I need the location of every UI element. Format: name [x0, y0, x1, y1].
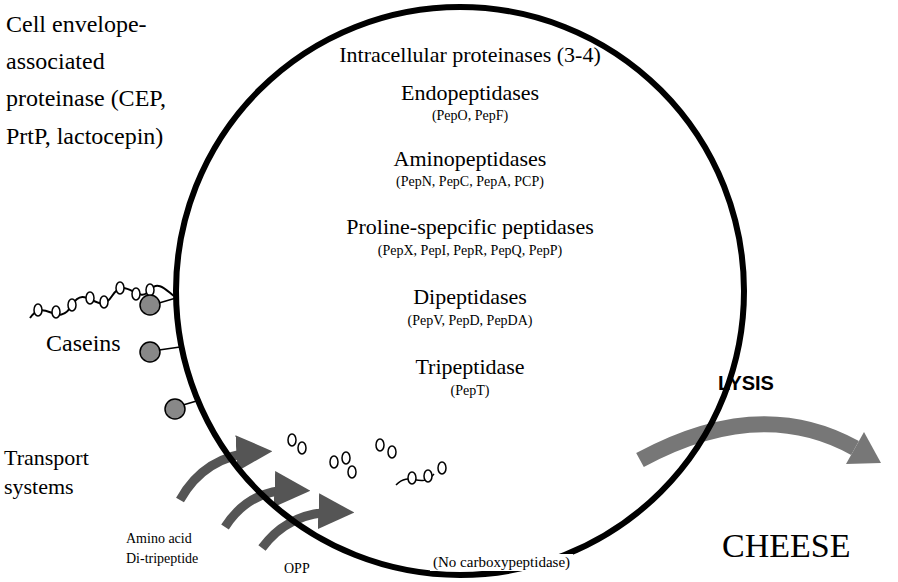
casein-label: Caseins [46, 330, 121, 358]
cep-label: Cell envelope-associated proteinase (CEP… [6, 6, 166, 155]
peptides [288, 434, 446, 485]
product-label: CHEESE [722, 526, 850, 565]
process-label: LYSIS [718, 372, 774, 395]
enzyme-group: Dipeptidases [413, 284, 527, 309]
enzyme-list: (PepT) [451, 383, 490, 399]
enzyme-group: Intracellular proteinases (3-4) [339, 42, 600, 67]
transport-label: Amino acid [126, 531, 192, 547]
casein-residues [34, 282, 154, 318]
transport-label: Transport systems [4, 444, 116, 501]
enzyme-list: (PepO, PepF) [432, 108, 508, 124]
enzyme-list: (PepV, PepD, PepDA) [408, 313, 533, 329]
enzyme-list: (PepX, PepI, PepR, PepQ, PepP) [378, 243, 562, 259]
enzyme-group: Endopeptidases [401, 80, 539, 105]
transport-label: OPP [282, 561, 312, 577]
enzyme-group: Proline-spepcific peptidases [346, 214, 593, 239]
lysis-arrow [640, 424, 881, 464]
enzyme-list: (PepN, PepC, PepA, PCP) [396, 174, 544, 190]
cell-circle: Intracellular proteinases (3-4) Endopepti… [172, 3, 748, 579]
transport-label: Di-tripeptide [126, 551, 198, 567]
cep-enzymes [140, 295, 200, 419]
enzyme-list: (No carboxypeptidase) [430, 554, 573, 571]
enzyme-group: Aminopeptidases [394, 146, 547, 171]
enzyme-group: Tripeptidase [415, 354, 524, 379]
